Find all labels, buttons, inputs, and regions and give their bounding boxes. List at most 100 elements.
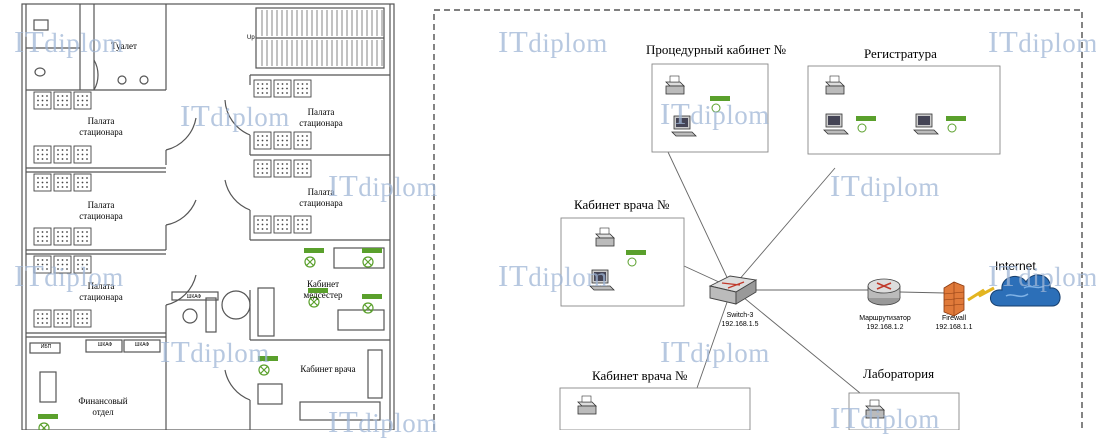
- watermark-prefix: IT: [328, 404, 359, 439]
- watermark-prefix: IT: [14, 24, 45, 59]
- watermark: ITdiplom: [988, 258, 1096, 294]
- room-nurses-label: Кабинет медсестер: [303, 279, 343, 300]
- link-lab: [731, 287, 861, 394]
- zone-box-doctor1: [560, 217, 685, 307]
- zone-box-doctor2: [559, 387, 751, 430]
- bed-icon: [73, 91, 92, 110]
- watermark: ITdiplom: [830, 168, 940, 204]
- bed-icon: [53, 255, 72, 274]
- room-ward4-label: Палата стационара: [299, 107, 343, 128]
- badge-icon: [362, 248, 382, 253]
- watermark: ITdiplom: [14, 258, 124, 294]
- printer-icon: [865, 399, 885, 419]
- badge-icon: [258, 356, 278, 361]
- bed-icon: [53, 309, 72, 328]
- watermark-prefix: IT: [660, 96, 691, 131]
- bed-icon: [33, 173, 52, 192]
- watermark: ITdiplom: [180, 98, 290, 134]
- watermark-suffix: diplom: [690, 100, 770, 130]
- badge-icon: [626, 250, 646, 267]
- watermark: ITdiplom: [660, 334, 770, 370]
- watermark-prefix: IT: [180, 98, 211, 133]
- cabinet-label: ШКАФ: [97, 342, 113, 348]
- watermark: ITdiplom: [498, 258, 608, 294]
- link-registry: [731, 167, 836, 289]
- zone-box-lab: [848, 392, 960, 430]
- watermark-prefix: IT: [160, 334, 191, 369]
- bed-icon: [293, 79, 312, 98]
- watermark-suffix: diplom: [528, 262, 608, 292]
- switch-name: Switch-3: [726, 312, 754, 319]
- badge-icon: [856, 116, 876, 133]
- bed-icon: [33, 309, 52, 328]
- firewall-name: Firewall: [941, 315, 967, 322]
- firewall-caption: Firewall 192.168.1.1: [924, 314, 984, 332]
- network-frame: [433, 9, 1083, 430]
- watermark-suffix: diplom: [44, 262, 124, 292]
- watermark-prefix: IT: [988, 24, 1019, 59]
- printer-icon: [595, 227, 615, 247]
- watermark-prefix: IT: [830, 168, 861, 203]
- bed-icon: [273, 159, 292, 178]
- cabinet-label: ШКАФ: [134, 342, 150, 348]
- bed-icon: [53, 91, 72, 110]
- watermark-prefix: IT: [498, 24, 529, 59]
- cabinet-label: ШКАФ: [186, 294, 202, 300]
- watermark-suffix: diplom: [44, 28, 124, 58]
- watermark-suffix: diplom: [190, 338, 270, 368]
- computer-icon: [823, 113, 849, 135]
- zone-box-registry: [807, 65, 1001, 155]
- bed-icon: [53, 145, 72, 164]
- badge-icon: [710, 96, 730, 113]
- watermark: ITdiplom: [498, 24, 608, 60]
- room-toilet-label: Туалет: [111, 41, 137, 51]
- watermark-suffix: diplom: [1018, 28, 1096, 58]
- zone-box-procedural: [651, 63, 769, 153]
- watermark-suffix: diplom: [860, 404, 940, 434]
- watermark-prefix: IT: [660, 334, 691, 369]
- bed-icon: [73, 173, 92, 192]
- watermark-suffix: diplom: [860, 172, 940, 202]
- watermark-suffix: diplom: [690, 338, 770, 368]
- fan-icon: [38, 422, 50, 430]
- router-ip: 192.168.1.2: [866, 324, 904, 331]
- router-caption: Маршрутизатор 192.168.1.2: [848, 314, 922, 332]
- printer-icon: [665, 75, 685, 95]
- bed-icon: [73, 227, 92, 246]
- zone-registry-label: Регистратура: [864, 46, 937, 61]
- fan-icon: [362, 256, 374, 268]
- zone-doctor2-label: Кабинет врача №: [592, 368, 688, 383]
- watermark: ITdiplom: [14, 24, 124, 60]
- watermark-suffix: diplom: [358, 408, 438, 438]
- network-diagram-svg: [433, 9, 1083, 430]
- bed-icon: [253, 215, 272, 234]
- bed-icon: [293, 159, 312, 178]
- computer-icon: [589, 269, 615, 291]
- ups-label: ИБП: [40, 344, 52, 350]
- bed-icon: [293, 215, 312, 234]
- link-firewall: [899, 291, 946, 294]
- bed-icon: [73, 255, 92, 274]
- badge-icon: [38, 414, 58, 419]
- bed-icon: [253, 79, 272, 98]
- watermark-prefix: IT: [988, 258, 1019, 293]
- firewall-ip: 192.168.1.1: [935, 324, 973, 331]
- room-doctor-label: Кабинет врача: [300, 364, 356, 374]
- bed-icon: [33, 145, 52, 164]
- watermark: ITdiplom: [328, 404, 438, 440]
- computer-icon: [671, 115, 697, 137]
- watermark-prefix: IT: [830, 400, 861, 435]
- bed-icon: [73, 145, 92, 164]
- bed-icon: [273, 131, 292, 150]
- watermark: ITdiplom: [988, 24, 1096, 60]
- fan-icon: [304, 256, 316, 268]
- computer-icon: [913, 113, 939, 135]
- badge-icon: [946, 116, 966, 133]
- bed-icon: [53, 227, 72, 246]
- bed-icon: [33, 91, 52, 110]
- bed-icon: [293, 131, 312, 150]
- room-ward1-label: Палата стационара: [79, 116, 123, 137]
- bed-icon: [273, 215, 292, 234]
- link-doctor2: [696, 287, 733, 389]
- watermark-prefix: IT: [498, 258, 529, 293]
